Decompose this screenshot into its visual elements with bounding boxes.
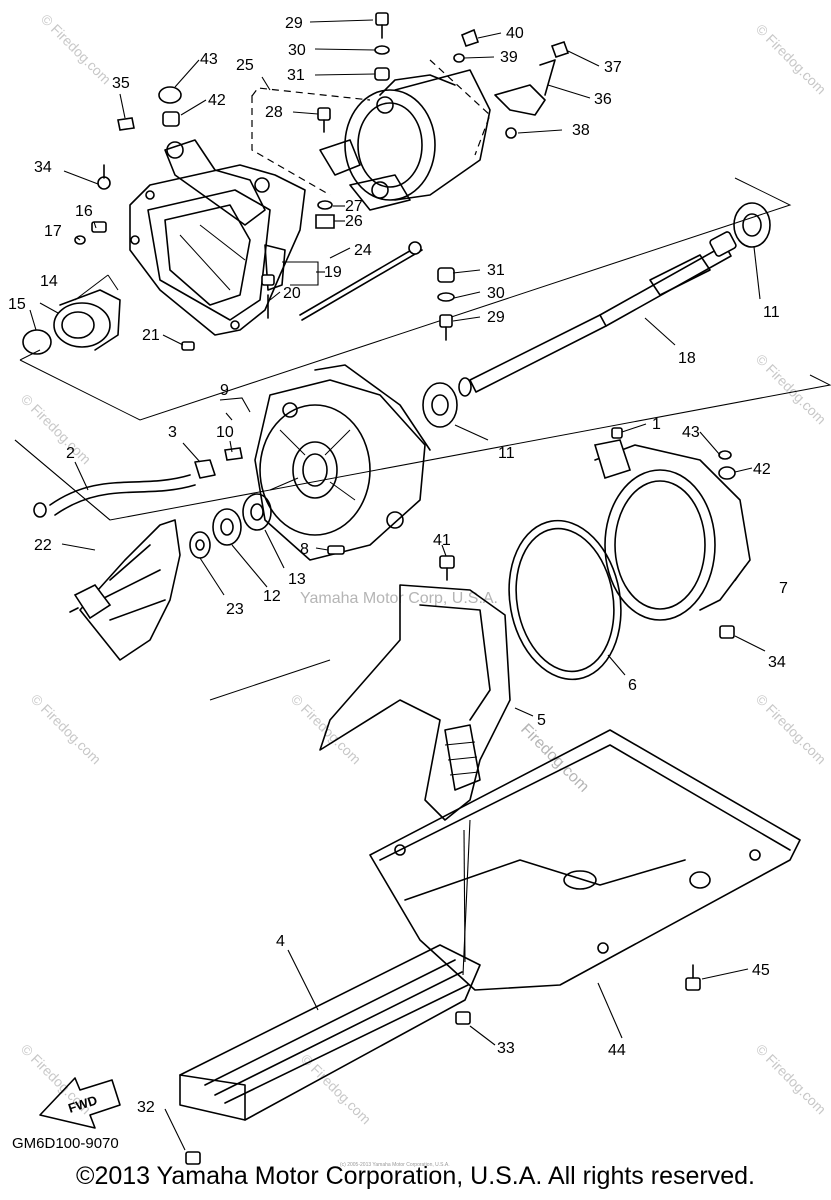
lower-assembly: FWD xyxy=(39,729,801,1165)
callout-16: 16 xyxy=(75,203,93,220)
copyright-footer: ©2013 Yamaha Motor Corporation, U.S.A. A… xyxy=(76,1162,755,1190)
watermark: © Firedog.com xyxy=(753,1041,829,1117)
ride-plate xyxy=(369,729,801,991)
callout-20: 20 xyxy=(283,285,301,302)
bearing-top xyxy=(733,202,771,248)
pump-housing xyxy=(129,139,306,336)
callout-labels: 29 40 30 39 31 37 43 25 35 42 36 28 38 3… xyxy=(8,15,788,1116)
callout-24: 24 xyxy=(354,242,372,259)
callout-22: 22 xyxy=(34,537,52,554)
callout-43: 43 xyxy=(200,51,218,68)
callout-15: 15 xyxy=(8,296,26,313)
callout-35: 35 xyxy=(112,75,130,92)
callout-8: 8 xyxy=(300,541,309,558)
callout-29: 29 xyxy=(285,15,303,32)
callout-11-top: 11 xyxy=(763,304,780,321)
callout-38: 38 xyxy=(572,122,590,139)
callout-31: 31 xyxy=(287,67,305,84)
watermark: © Firedog.com xyxy=(38,11,114,87)
impeller xyxy=(69,519,181,661)
drive-shaft xyxy=(458,231,737,397)
callout-45: 45 xyxy=(752,962,770,979)
callout-30: 30 xyxy=(288,42,306,59)
callout-41: 41 xyxy=(433,532,451,549)
watermark: © Firedog.com xyxy=(753,691,829,767)
steering-nozzle xyxy=(593,427,751,639)
leader-lines xyxy=(29,19,766,1151)
callout-33: 33 xyxy=(497,1040,515,1057)
watermark: © Firedog.com xyxy=(18,391,94,467)
watermark: © Firedog.com xyxy=(753,21,829,97)
callout-31-mid: 31 xyxy=(487,262,505,279)
callout-34-top: 34 xyxy=(34,159,52,176)
callout-43-mid: 43 xyxy=(682,424,700,441)
callout-1: 1 xyxy=(652,416,661,433)
inspection-cover xyxy=(22,289,121,355)
callout-37: 37 xyxy=(604,59,622,76)
callout-21: 21 xyxy=(142,327,160,344)
impeller-housing xyxy=(254,364,431,561)
callout-18: 18 xyxy=(678,350,696,367)
callout-7: 7 xyxy=(779,580,788,597)
watermark: © Firedog.com xyxy=(28,691,104,767)
callout-44: 44 xyxy=(608,1042,626,1059)
callout-42-mid: 42 xyxy=(753,461,771,478)
callout-5: 5 xyxy=(537,712,546,729)
callout-2: 2 xyxy=(66,445,75,462)
callout-9: 9 xyxy=(220,382,229,399)
fine-print: (c) 2005-2013 Yamaha Motor Corporation, … xyxy=(340,1162,450,1168)
callout-36: 36 xyxy=(594,91,612,108)
callout-14: 14 xyxy=(40,273,58,290)
watermark-group: © Firedog.com © Firedog.com © Firedog.co… xyxy=(18,11,829,1127)
callout-34-bottom: 34 xyxy=(768,654,786,671)
watermark: © Firedog.com xyxy=(753,351,829,427)
callout-39: 39 xyxy=(500,49,518,66)
watermark-center: Yamaha Motor Corp, U.S.A. xyxy=(300,590,498,607)
callout-10: 10 xyxy=(216,424,234,441)
callout-6: 6 xyxy=(628,677,637,694)
nozzle xyxy=(319,69,491,211)
callout-12: 12 xyxy=(263,588,281,605)
callout-40: 40 xyxy=(506,25,524,42)
callout-19: 19 xyxy=(324,264,342,281)
callout-13: 13 xyxy=(288,571,306,588)
callout-3: 3 xyxy=(168,424,177,441)
callout-28: 28 xyxy=(265,104,283,121)
callout-11-mid: 11 xyxy=(498,445,515,462)
callout-25: 25 xyxy=(236,57,254,74)
intake-grate xyxy=(319,584,511,821)
diagram-code: GM6D100-9070 xyxy=(12,1135,119,1152)
callout-30-mid: 30 xyxy=(487,285,505,302)
middle-assembly xyxy=(14,364,831,821)
callout-32: 32 xyxy=(137,1099,155,1116)
callout-26: 26 xyxy=(345,213,363,230)
callout-29-mid: 29 xyxy=(487,309,505,326)
callout-42: 42 xyxy=(208,92,226,109)
callout-27: 27 xyxy=(345,198,363,215)
intake-grate-lower xyxy=(179,944,481,1121)
callout-4: 4 xyxy=(276,933,285,950)
callout-23: 23 xyxy=(226,601,244,618)
upper-assembly xyxy=(19,12,792,421)
callout-17: 17 xyxy=(44,223,62,240)
